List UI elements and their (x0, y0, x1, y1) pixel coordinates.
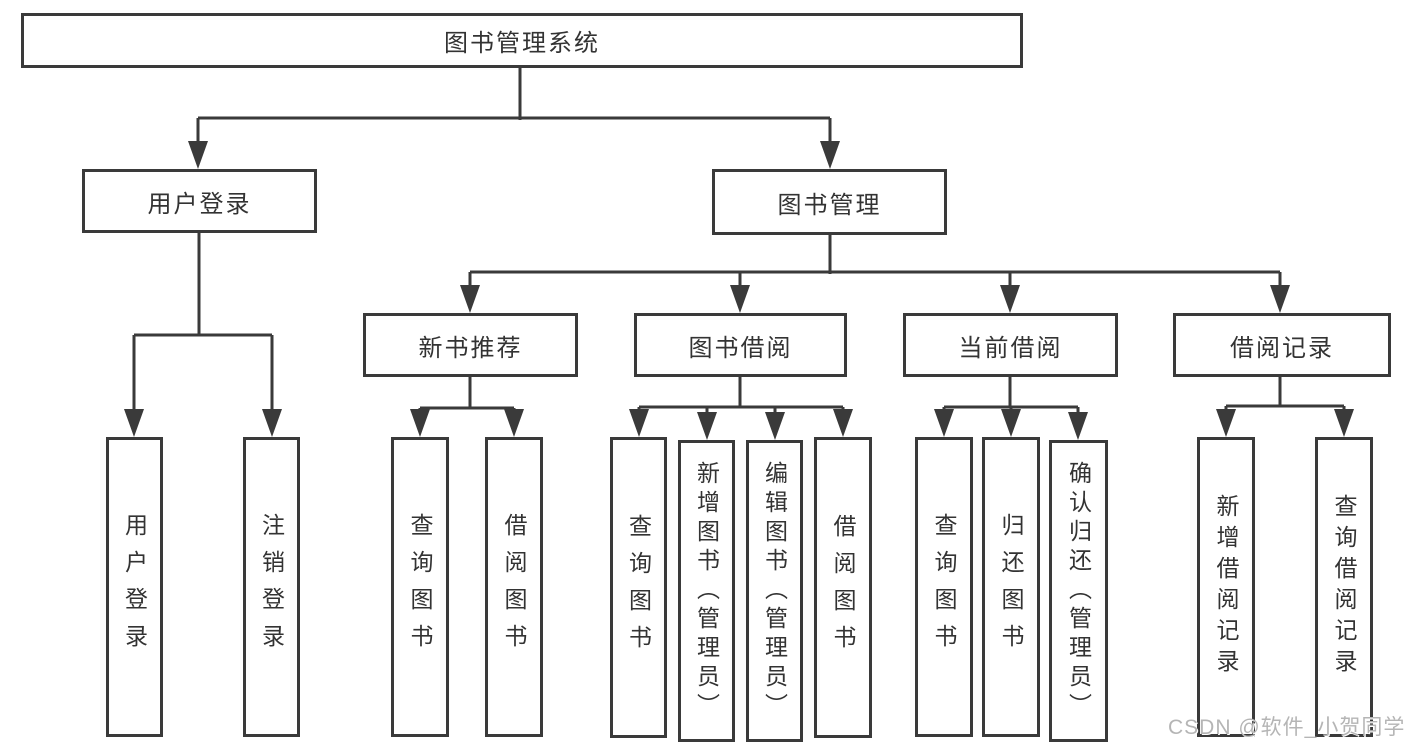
node-book-borrowing-label: 图书借阅 (688, 334, 793, 362)
node-current-borrowing-label: 当前借阅 (958, 334, 1063, 362)
leaf-query-books-borrowing: 查询图书 (610, 437, 667, 738)
leaf-query-books-current-label: 查询图书 (931, 513, 957, 661)
arrowheads (124, 141, 1354, 440)
node-new-book-recommend-label: 新书推荐 (418, 334, 523, 362)
leaf-logout: 注销登录 (243, 437, 300, 737)
leaf-confirm-return-admin-label: 确认归还（管理员） (1065, 460, 1092, 722)
leaf-add-borrow-record: 新增借阅记录 (1197, 437, 1255, 737)
leaf-return-books: 归还图书 (982, 437, 1040, 737)
node-borrowing-records: 借阅记录 (1173, 313, 1391, 377)
leaf-borrow-books-recommend: 借阅图书 (485, 437, 543, 737)
leaf-query-books-recommend-label: 查询图书 (407, 513, 433, 661)
node-library-system-label: 图书管理系统 (444, 30, 600, 57)
leaf-edit-books-admin-label: 编辑图书（管理员） (761, 460, 788, 722)
leaf-borrow-books-recommend-label: 借阅图书 (501, 513, 527, 661)
leaf-query-borrow-record-label: 查询借阅记录 (1331, 494, 1357, 680)
leaf-borrow-books-borrowing-label: 借阅图书 (830, 513, 856, 662)
leaf-logout-label: 注销登录 (258, 513, 285, 661)
leaf-query-books-current: 查询图书 (915, 437, 973, 737)
leaf-add-books-admin: 新增图书（管理员） (678, 440, 735, 742)
leaf-query-books-borrowing-label: 查询图书 (625, 513, 652, 662)
node-library-system: 图书管理系统 (21, 13, 1023, 68)
leaf-edit-books-admin: 编辑图书（管理员） (746, 440, 803, 742)
node-user-login: 用户登录 (82, 169, 317, 233)
watermark: CSDN @软件_小贺同学 (1168, 716, 1405, 739)
node-user-login-label: 用户登录 (147, 190, 252, 218)
leaf-user-login: 用户登录 (106, 437, 163, 737)
leaf-user-login-label: 用户登录 (121, 513, 148, 661)
node-new-book-recommend: 新书推荐 (363, 313, 578, 377)
leaf-add-books-admin-label: 新增图书（管理员） (693, 460, 720, 722)
leaf-add-borrow-record-label: 新增借阅记录 (1213, 494, 1239, 680)
leaf-query-borrow-record: 查询借阅记录 (1315, 437, 1373, 737)
node-book-borrowing: 图书借阅 (634, 313, 847, 377)
node-book-management-label: 图书管理 (777, 191, 882, 219)
node-book-management: 图书管理 (712, 169, 947, 235)
leaf-return-books-label: 归还图书 (998, 513, 1024, 661)
node-current-borrowing: 当前借阅 (903, 313, 1118, 377)
connector-stems (132, 67, 1346, 416)
leaf-query-books-recommend: 查询图书 (391, 437, 449, 737)
leaf-borrow-books-borrowing: 借阅图书 (814, 437, 872, 738)
node-borrowing-records-label: 借阅记录 (1230, 334, 1334, 362)
leaf-confirm-return-admin: 确认归还（管理员） (1049, 440, 1108, 742)
